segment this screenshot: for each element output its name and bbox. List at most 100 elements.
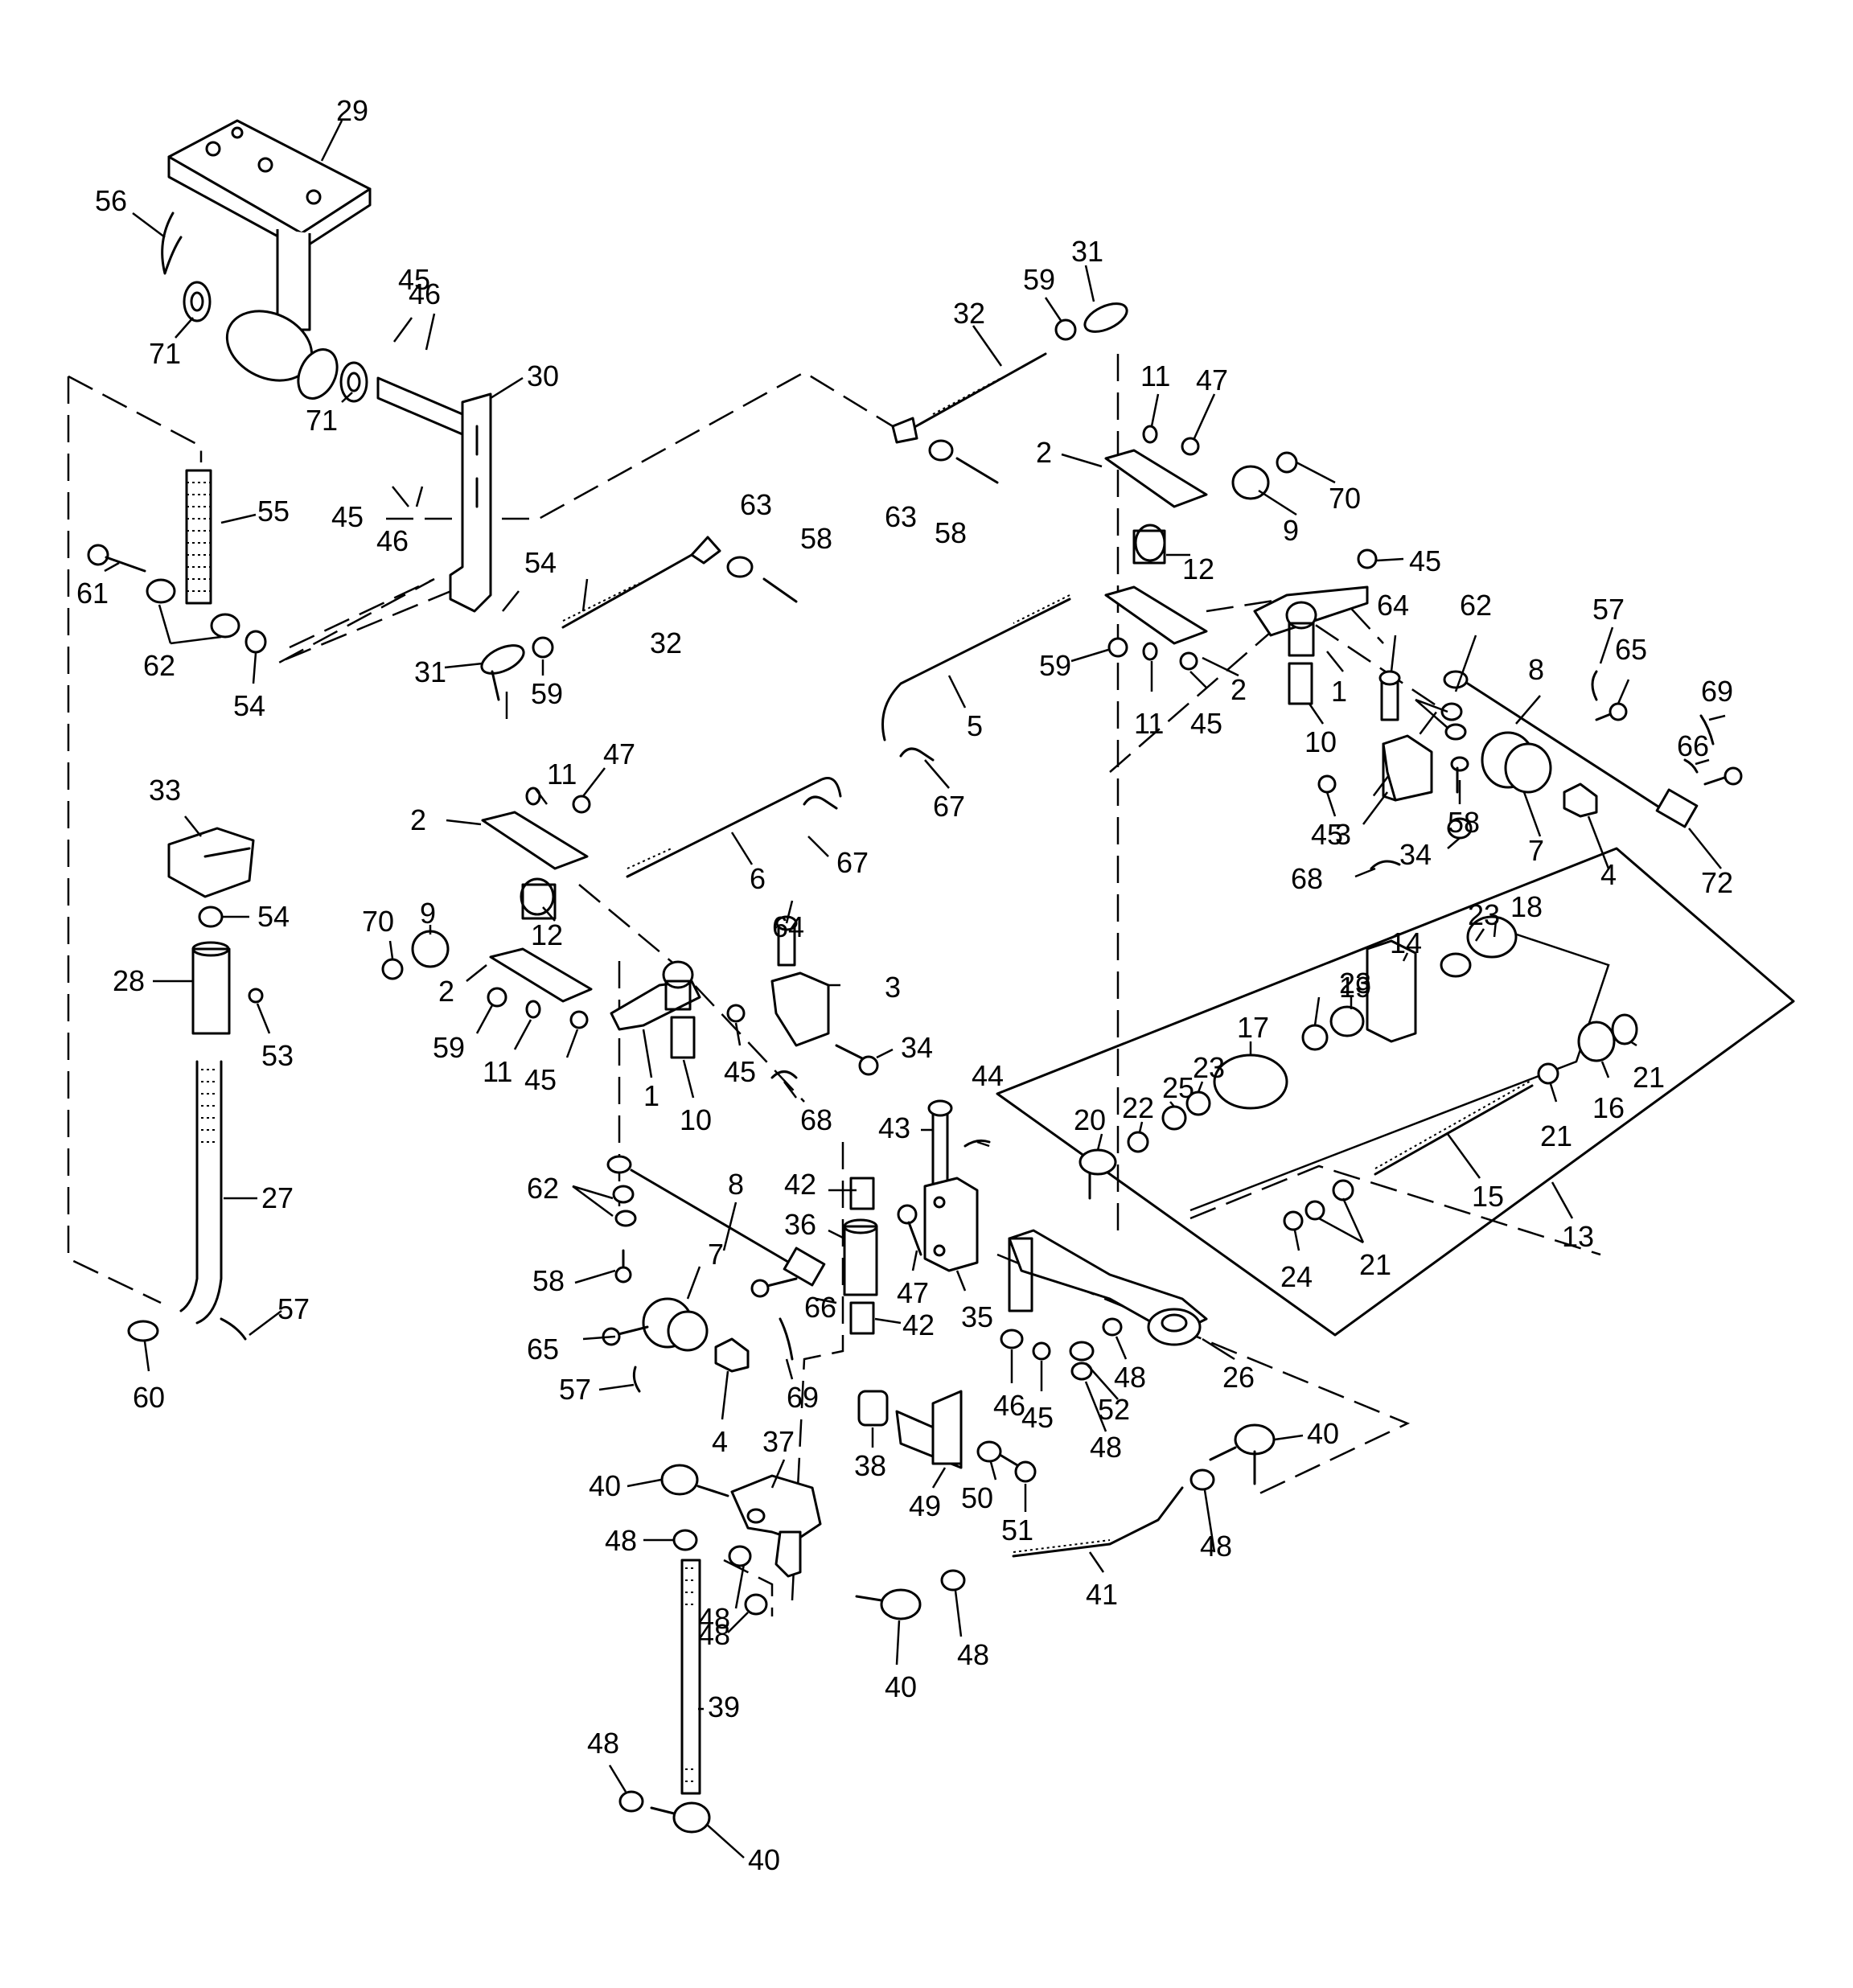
callout-54: 54 (233, 689, 265, 722)
callout-45: 45 (1021, 1401, 1054, 1434)
callout-71: 71 (306, 404, 338, 437)
callout-48: 48 (957, 1638, 989, 1671)
callout-8: 8 (1528, 653, 1544, 686)
callout-31: 31 (414, 655, 446, 688)
callout-63: 63 (885, 500, 917, 533)
part-6-rod (626, 777, 842, 878)
callout-28: 28 (113, 964, 145, 997)
callout-62: 62 (527, 1172, 559, 1205)
callout-11: 11 (1140, 359, 1170, 392)
callout-2: 2 (1231, 673, 1247, 706)
part-31-ball-joint-right (1054, 302, 1128, 341)
part-48-nuts (618, 1468, 1215, 1813)
callout-43: 43 (878, 1111, 910, 1144)
callout-11: 11 (1134, 707, 1164, 740)
part-35-bracket (923, 1177, 979, 1272)
callout-61: 61 (76, 577, 109, 610)
callout-37: 37 (762, 1425, 795, 1458)
part-5-rod (881, 594, 1071, 741)
callout-62: 62 (1460, 589, 1492, 622)
callout-60: 60 (133, 1381, 165, 1414)
part-64-pin-3-bracket-right (1317, 670, 1473, 870)
part-30-arm (376, 376, 492, 613)
callout-65: 65 (1615, 633, 1647, 666)
callout-48: 48 (698, 1602, 730, 1635)
part-46-45-48-52-hardware (1000, 1317, 1123, 1381)
callout-44: 44 (972, 1059, 1004, 1092)
callout-62: 62 (143, 649, 175, 682)
callout-40: 40 (589, 1469, 621, 1502)
callout-45: 45 (398, 263, 430, 296)
callout-4: 4 (1600, 858, 1617, 891)
callout-48: 48 (1200, 1530, 1232, 1563)
part-64-pin-3-bracket-left (726, 915, 879, 1079)
callout-5: 5 (967, 709, 983, 742)
callout-9: 9 (1283, 514, 1299, 547)
callout-46: 46 (993, 1389, 1025, 1422)
callout-39: 39 (708, 1690, 740, 1723)
part-2-12-brackets-left (481, 787, 593, 1029)
callout-21: 21 (1540, 1119, 1572, 1152)
callout-36: 36 (784, 1208, 816, 1241)
callout-24: 24 (1280, 1260, 1313, 1293)
callout-25: 25 (1162, 1071, 1194, 1104)
callout-42: 42 (784, 1168, 816, 1201)
callout-7: 7 (708, 1238, 724, 1271)
callout-45: 45 (331, 500, 364, 533)
callout-2: 2 (438, 975, 454, 1008)
part-67-clip-right (899, 747, 935, 762)
callout-51: 51 (1001, 1514, 1033, 1546)
callout-52: 52 (1098, 1393, 1130, 1426)
callout-30: 30 (527, 359, 559, 392)
part-42-36-spacers (843, 1177, 922, 1335)
callout-9: 9 (420, 897, 436, 930)
callout-47: 47 (1196, 364, 1228, 396)
callout-59: 59 (433, 1031, 465, 1064)
callout-59: 59 (1039, 649, 1071, 682)
callout-8: 8 (728, 1168, 744, 1201)
part-31-ball-joint-left (480, 636, 554, 701)
callout-45: 45 (524, 1063, 557, 1096)
callout-54: 54 (524, 546, 557, 579)
part-55-spring (185, 469, 212, 605)
callout-56: 56 (95, 184, 127, 217)
callout-65: 65 (527, 1333, 559, 1366)
part-8-cable-right (1440, 670, 1699, 828)
callout-46: 46 (376, 524, 409, 557)
callout-70: 70 (362, 905, 394, 938)
part-61-bolt-62-washers-54-nut (87, 544, 267, 654)
part-29-pedal (167, 119, 372, 400)
callout-47: 47 (897, 1276, 929, 1309)
part-56-clip (161, 212, 183, 275)
callout-63: 63 (740, 488, 772, 521)
part-71-bushings (183, 281, 368, 403)
part-8-cable-left (606, 1155, 826, 1287)
callout-23: 23 (1468, 898, 1500, 931)
part-1-10-lever-left (610, 960, 701, 1059)
callout-4: 4 (712, 1425, 728, 1458)
leader-lines (104, 120, 1726, 1859)
callout-12: 12 (1182, 552, 1214, 585)
callout-11: 11 (547, 758, 577, 791)
part-7-pulley-4-block-left (602, 1277, 798, 1393)
callout-12: 12 (531, 918, 563, 951)
callout-27: 27 (261, 1181, 294, 1214)
callout-45: 45 (1409, 544, 1441, 577)
callout-6: 6 (750, 862, 766, 895)
callout-58: 58 (532, 1264, 565, 1297)
callout-72: 72 (1701, 866, 1733, 899)
callout-10: 10 (1304, 725, 1337, 758)
callout-2: 2 (410, 803, 426, 836)
callout-17: 17 (1237, 1011, 1269, 1044)
callout-41: 41 (1086, 1578, 1118, 1611)
callout-45: 45 (1190, 707, 1222, 740)
callout-71: 71 (149, 337, 181, 370)
callout-48: 48 (605, 1524, 637, 1557)
part-7-pulley-4-block-right (1481, 731, 1598, 818)
callout-70: 70 (1329, 482, 1361, 515)
callout-1: 1 (1331, 675, 1347, 708)
callout-3: 3 (885, 971, 901, 1004)
callout-23: 23 (1193, 1051, 1225, 1084)
callout-14: 14 (1390, 926, 1422, 959)
callout-18: 18 (1510, 890, 1543, 923)
